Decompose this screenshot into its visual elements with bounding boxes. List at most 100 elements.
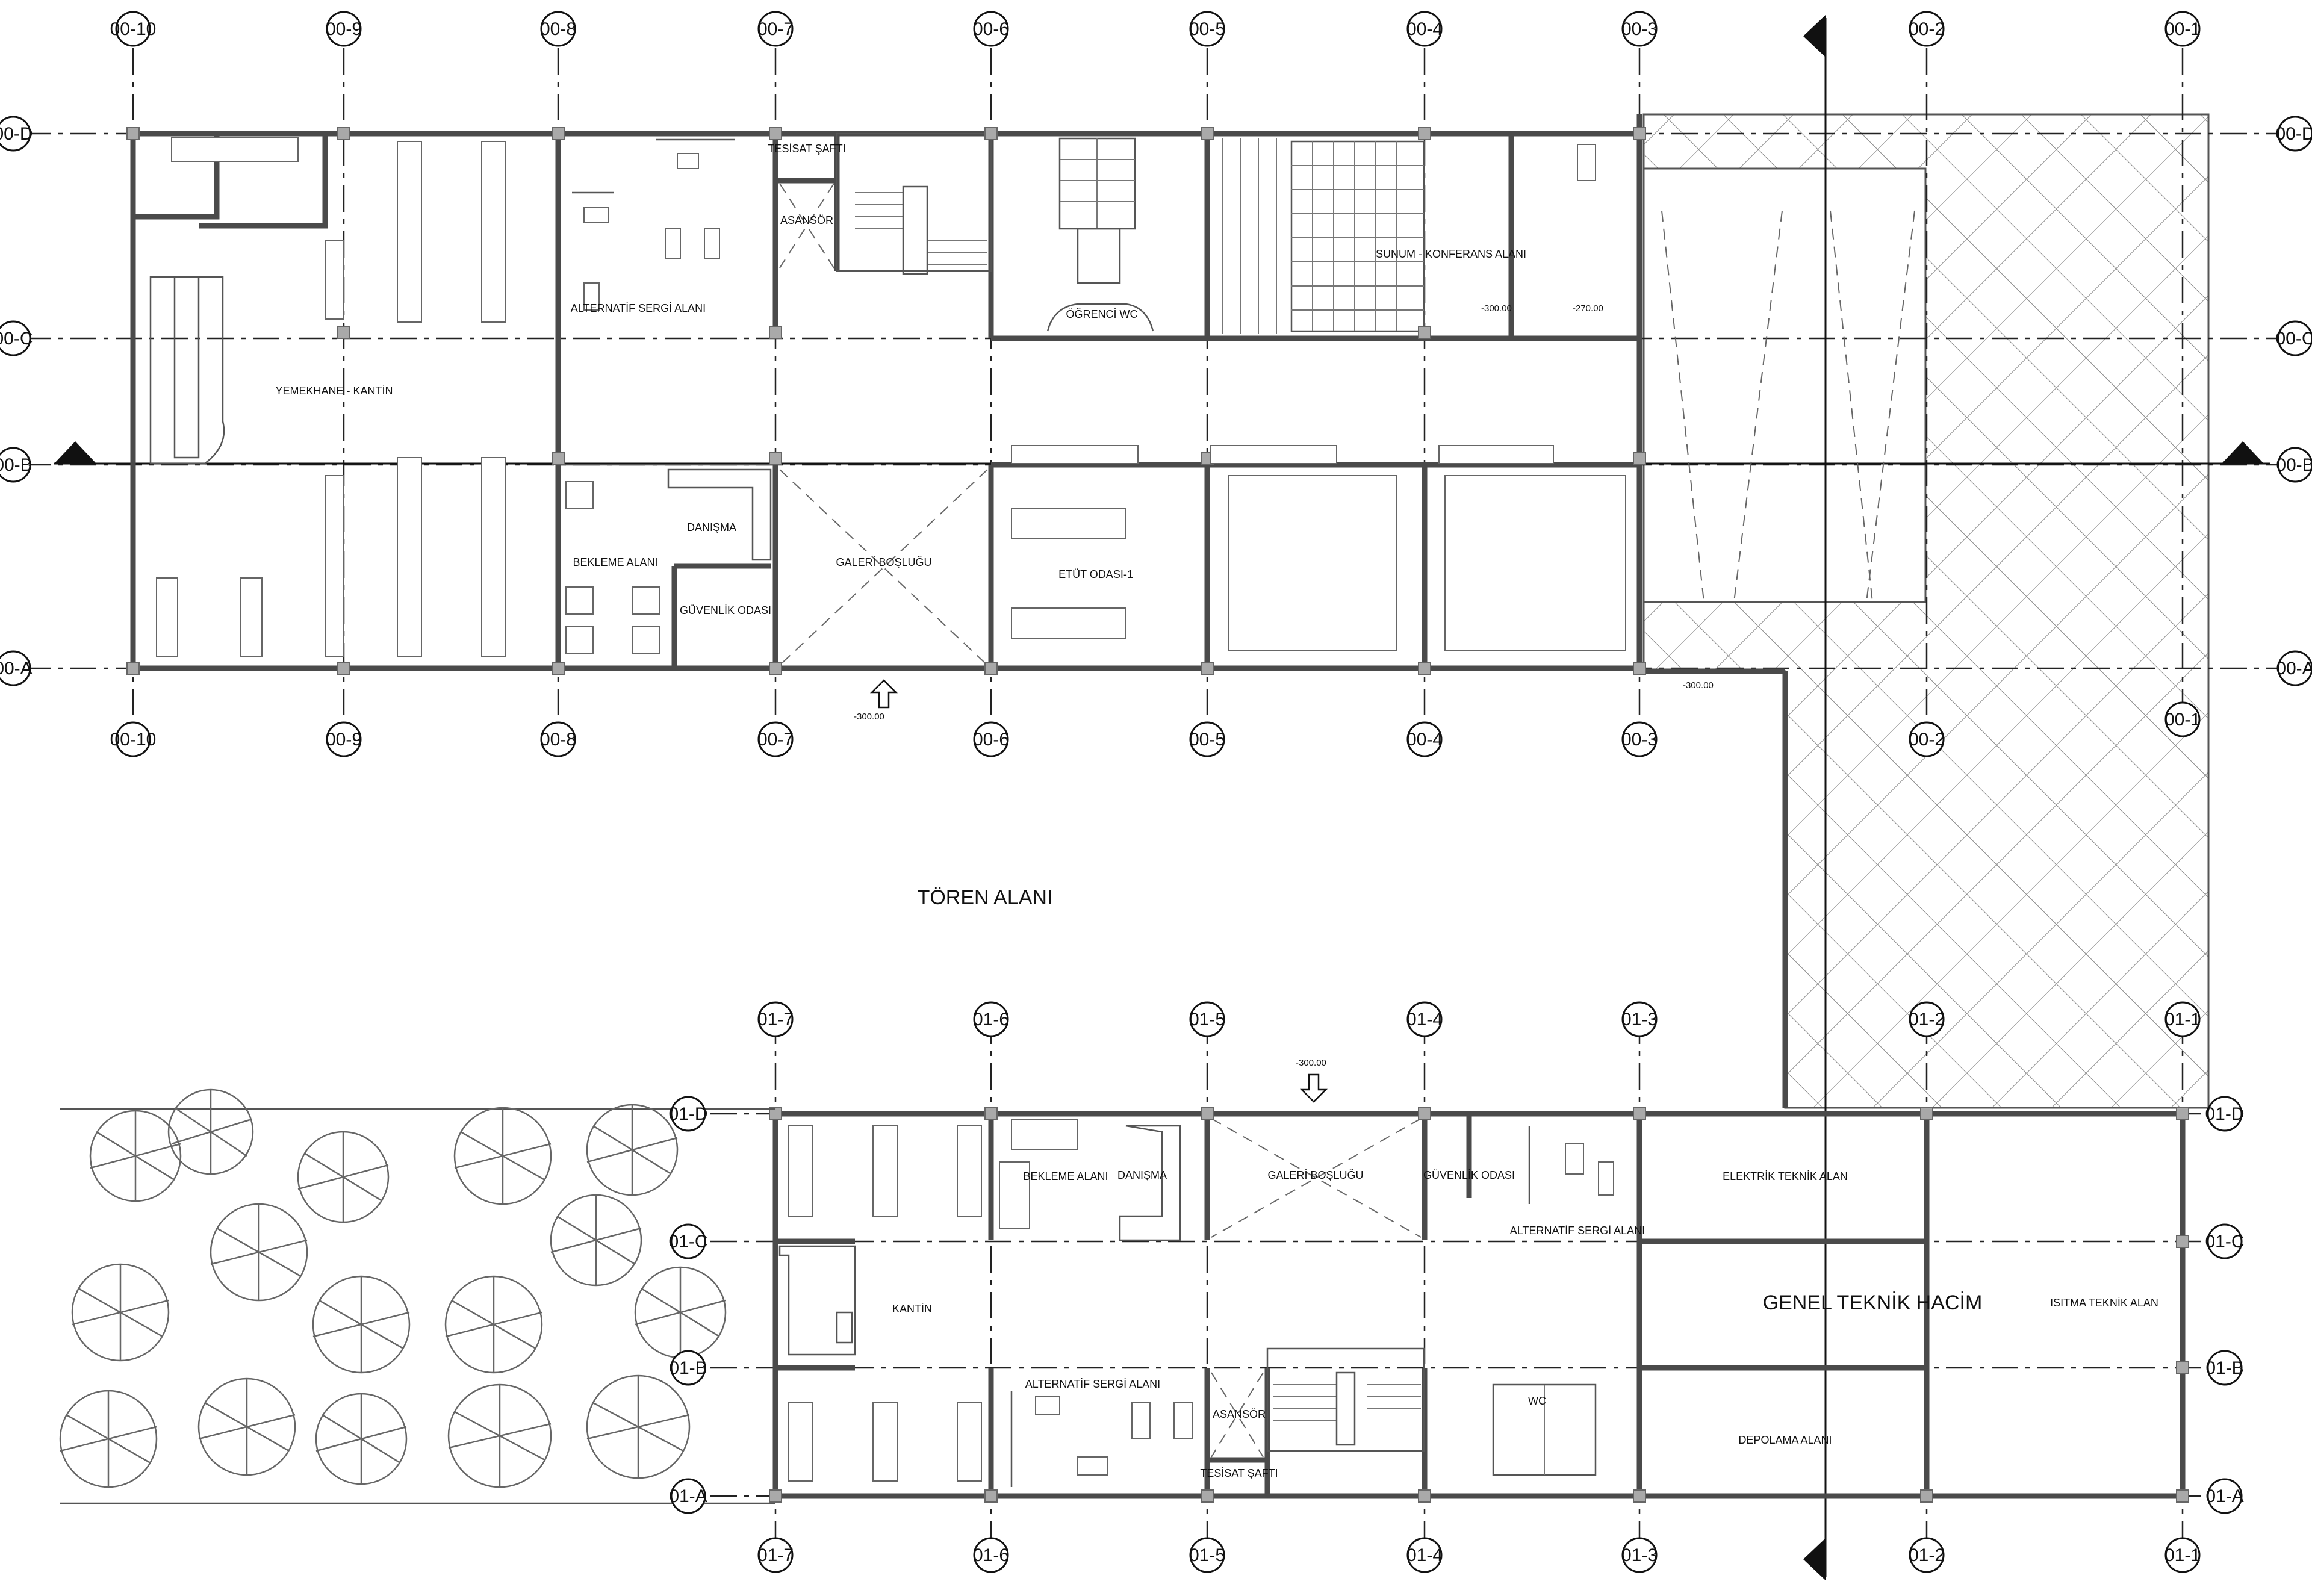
grid-label: 01-3 <box>1621 1545 1658 1565</box>
grid-label: 01-5 <box>1189 1010 1225 1029</box>
tree-icon <box>444 1275 543 1374</box>
grid-label: 00-B <box>2276 455 2312 475</box>
room-label-isitma: ISITMA TEKNİK ALAN <box>2050 1297 2158 1309</box>
grid-label: 00-B <box>0 455 33 475</box>
room-label-etut: ETÜT ODASI-1 <box>1058 568 1133 580</box>
grid-label: 00-7 <box>757 730 794 750</box>
grid-label: 00-1 <box>2164 710 2201 730</box>
grid-label: 00-4 <box>1406 19 1443 39</box>
tree-icon <box>586 1374 691 1479</box>
room-labels-bottom: BEKLEME ALANI DANIŞMA GALERİ BOŞLUĞU GÜV… <box>892 1169 2158 1479</box>
grid-label: 00-A <box>0 659 33 678</box>
grid-label: 00-9 <box>326 19 362 39</box>
grid-label: 01-5 <box>1189 1545 1225 1565</box>
conference-seating <box>1222 138 1425 334</box>
room-label-danisma: DANIŞMA <box>687 521 736 533</box>
grid-label: 00-C <box>0 329 33 349</box>
grid-bubbles-bottom: 01-7 01-6 01-5 01-4 01-3 01-2 01-1 01-7 … <box>757 1001 2201 1573</box>
grid-label: 00-8 <box>540 19 576 39</box>
grid-label: 01-C <box>668 1232 707 1252</box>
section-arrow-right-icon <box>2222 441 2264 464</box>
room-label-sergi-left: ALTERNATİF SERGİ ALANI <box>1025 1378 1160 1390</box>
tree-icon <box>634 1266 727 1359</box>
tree-icon <box>550 1194 642 1287</box>
section-arrow-left-icon <box>54 441 96 464</box>
room-label-sergi: ALTERNATİF SERGİ ALANI <box>571 302 706 314</box>
room-label-asansor: ASANSÖR <box>780 214 833 226</box>
grid-label: 00-10 <box>110 730 157 750</box>
grid-label: 00-3 <box>1621 730 1658 750</box>
room-label-galeri: GALERİ BOŞLUĞU <box>836 556 931 568</box>
grid-label: 01-1 <box>2164 1010 2201 1029</box>
room-label-asansor: ASANSÖR <box>1213 1408 1266 1420</box>
grid-label: 00-5 <box>1189 19 1225 39</box>
section-arrow-top-icon <box>1803 15 1826 57</box>
top-stairs <box>855 185 987 275</box>
level-label: -300.00 <box>854 712 884 722</box>
tree-icon <box>297 1131 390 1223</box>
top-columns <box>126 127 1646 675</box>
grid-label: 00-10 <box>110 19 157 39</box>
room-label-tesisat: TESİSAT ŞAFTI <box>1200 1467 1278 1479</box>
grid-label: 01-A <box>669 1486 707 1506</box>
canteen-tables <box>156 141 506 657</box>
grid-label: 00-3 <box>1621 19 1658 39</box>
room-label-wc: ÖĞRENCİ WC <box>1066 308 1138 320</box>
room-label-danisma: DANIŞMA <box>1117 1169 1167 1181</box>
landscape-trees <box>59 1088 775 1504</box>
bottom-stairs <box>1273 1371 1421 1446</box>
grid-label: 00-4 <box>1406 730 1443 750</box>
grid-label: 00-7 <box>757 19 794 39</box>
tree-icon <box>315 1393 408 1485</box>
grid-label: 00-D <box>2275 124 2312 144</box>
grid-bubbles-top: 00-10 00-9 00-8 00-7 00-6 00-5 00-4 00-3… <box>110 11 2201 47</box>
grid-label: 01-6 <box>973 1545 1009 1565</box>
grid-label: 01-7 <box>757 1010 794 1029</box>
room-label-depolama: DEPOLAMA ALANI <box>1738 1434 1832 1446</box>
grid-label: 00-5 <box>1189 730 1225 750</box>
room-label-guvenlik: GÜVENLİK ODASI <box>1423 1169 1515 1181</box>
grid-bubbles-rows-bottom: 01-D 01-C 01-B 01-A 01-D 01-C 01-B 01-A <box>668 1096 2245 1514</box>
grid-label: 00-2 <box>1909 730 1945 750</box>
bottom-building <box>769 1107 2189 1503</box>
entrance-arrow-top-icon <box>869 679 898 709</box>
grid-label: 01-1 <box>2164 1545 2201 1565</box>
room-label-wc: WC <box>1528 1395 1546 1407</box>
tree-icon <box>586 1104 679 1196</box>
tree-icon <box>89 1110 182 1202</box>
bottom-columns <box>769 1107 2189 1503</box>
study-desks <box>1011 445 1626 651</box>
grid-label: 00-9 <box>326 730 362 750</box>
bottom-desks <box>788 1119 1614 1487</box>
level-label: -270.00 <box>1573 303 1603 314</box>
grid-label: 01-C <box>2205 1232 2244 1252</box>
tree-icon <box>447 1383 552 1488</box>
level-label: -300.00 <box>1481 303 1512 314</box>
grid-label: 01-A <box>2205 1486 2243 1506</box>
room-label-konferans: SUNUM - KONFERANS ALANI <box>1376 248 1526 260</box>
grid-bubbles-rows-top: 00-D 00-C 00-B 00-A 00-D 00-C 00-B 00-A <box>0 116 2312 686</box>
room-label-sergi-right: ALTERNATİF SERGİ ALANI <box>1510 1225 1645 1237</box>
tree-icon <box>59 1390 158 1488</box>
grid-label: 01-2 <box>1909 1545 1945 1565</box>
grid-label: 01-D <box>668 1104 707 1124</box>
section-arrow-bottom-icon <box>1803 1538 1826 1580</box>
top-building <box>126 114 1915 1108</box>
grid-label: 01-4 <box>1406 1010 1443 1029</box>
grid-label: 01-3 <box>1621 1010 1658 1029</box>
room-label-bekleme: BEKLEME ALANI <box>573 556 657 568</box>
tree-icon <box>312 1275 411 1374</box>
grid-label: 01-D <box>2205 1104 2244 1124</box>
room-label-guvenlik: GÜVENLİK ODASI <box>680 604 771 616</box>
tree-icon <box>71 1263 170 1362</box>
level-label: -300.00 <box>1296 1058 1326 1068</box>
room-label-galeri: GALERİ BOŞLUĞU <box>1267 1169 1363 1181</box>
tree-icon <box>453 1107 552 1205</box>
room-label-tesisat: TESİSAT ŞAFTI <box>768 143 845 155</box>
grid-label: 00-6 <box>973 730 1009 750</box>
ceremony-area-label: TÖREN ALANI <box>918 886 1053 909</box>
room-label-yemekhane: YEMEKHANE - KANTİN <box>275 385 393 397</box>
tree-icon <box>167 1088 254 1175</box>
tree-icon <box>197 1377 296 1476</box>
